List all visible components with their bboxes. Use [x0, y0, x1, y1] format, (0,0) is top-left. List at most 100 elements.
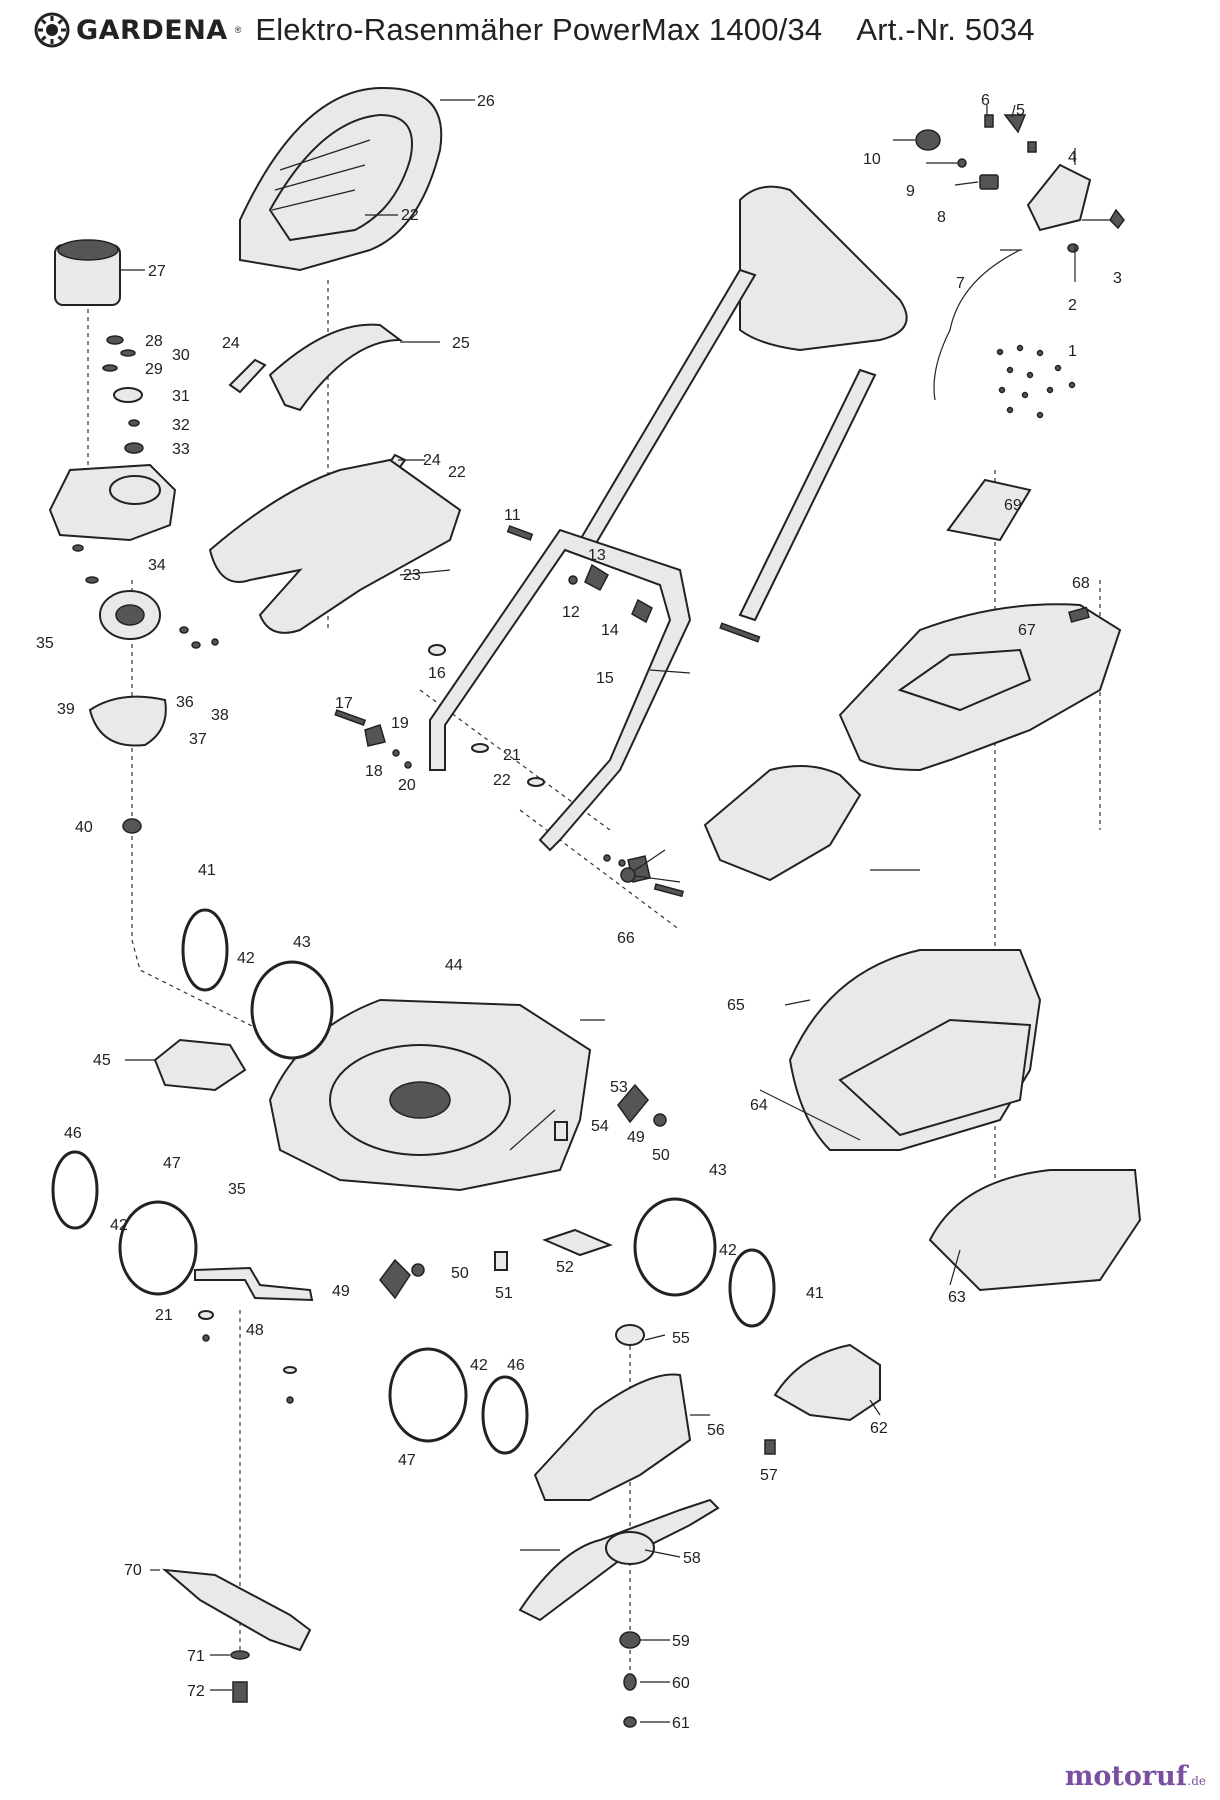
part-label-59: 59: [672, 1633, 690, 1650]
belt-pulley: [72, 544, 219, 649]
part-label-37: 37: [189, 731, 207, 748]
part-label-65: 65: [727, 997, 745, 1014]
rear-chute: [533, 1373, 692, 1501]
engine-cover: [239, 86, 443, 272]
part-label-14: 14: [601, 622, 619, 639]
part-label-36: 36: [176, 694, 194, 711]
watermark-tld: .de: [1187, 1774, 1206, 1788]
part-label-42c: 42: [719, 1242, 737, 1259]
part-label-33: 33: [172, 441, 190, 458]
part-label-5: 5: [1016, 102, 1025, 119]
part-label-21a: 21: [503, 747, 521, 764]
part-label-6: 6: [981, 92, 990, 109]
part-label-54: 54: [591, 1118, 609, 1135]
part-label-45: 45: [93, 1052, 111, 1069]
part-label-72: 72: [187, 1683, 205, 1700]
part-label-51: 51: [495, 1285, 513, 1302]
part-label-42b: 42: [110, 1217, 128, 1234]
part-label-28: 28: [145, 333, 163, 350]
grass-catcher: [788, 949, 1142, 1292]
bearing: [122, 818, 142, 834]
part-label-15: 15: [596, 670, 614, 687]
part-label-43a: 43: [293, 934, 311, 951]
cutting-blade: [161, 1568, 312, 1652]
part-label-35b: 35: [228, 1181, 246, 1198]
drive-belt: [88, 695, 167, 747]
part-label-50b: 50: [451, 1265, 469, 1282]
part-label-44: 44: [445, 957, 463, 974]
mower-deck: [268, 998, 592, 1192]
registered-mark: ®: [234, 25, 242, 35]
blade-drive: [518, 1324, 720, 1728]
part-label-57: 57: [760, 1467, 778, 1484]
part-label-70: 70: [124, 1562, 142, 1579]
switch-assembly: [915, 114, 1125, 419]
part-label-22b: 22: [448, 464, 466, 481]
part-label-24a: 24: [222, 335, 240, 352]
part-label-32: 32: [172, 417, 190, 434]
part-label-46a: 46: [64, 1125, 82, 1142]
part-label-46b: 46: [507, 1357, 525, 1374]
part-label-49b: 49: [332, 1283, 350, 1300]
deck-weight: [153, 1038, 247, 1092]
page-header: GARDENA® Elektro-Rasenmäher PowerMax 140…: [34, 6, 1035, 54]
misc-screws: [198, 1310, 776, 1455]
part-label-49a: 49: [627, 1129, 645, 1146]
part-label-42a: 42: [237, 950, 255, 967]
part-label-71: 71: [187, 1648, 205, 1665]
part-labels: 1 2 3 4 5 6 7 8 9 10 11 12 13 14 15 16 1…: [36, 92, 1122, 1732]
part-label-47b: 47: [398, 1452, 416, 1469]
part-label-19: 19: [391, 715, 409, 732]
part-label-47a: 47: [163, 1155, 181, 1172]
part-label-16: 16: [428, 665, 446, 682]
upper-handle: [578, 185, 908, 622]
part-label-38: 38: [211, 707, 229, 724]
part-label-23: 23: [403, 567, 421, 584]
motor-small-parts: [102, 335, 144, 454]
part-label-3: 3: [1113, 270, 1122, 287]
part-label-18: 18: [365, 763, 383, 780]
part-label-21b: 21: [155, 1307, 173, 1324]
part-label-55: 55: [672, 1330, 690, 1347]
part-label-56: 56: [707, 1422, 725, 1439]
exploded-parts-diagram: 1 2 3 4 5 6 7 8 9 10 11 12 13 14 15 16 1…: [36, 86, 1142, 1732]
part-label-31: 31: [172, 388, 190, 405]
part-label-50a: 50: [652, 1147, 670, 1164]
blade-washer: [230, 1650, 250, 1660]
wheel-fittings: [379, 1083, 667, 1300]
leader-lines: [120, 99, 1110, 1723]
part-label-20: 20: [398, 777, 416, 794]
part-label-62: 62: [870, 1420, 888, 1437]
part-label-12: 12: [562, 604, 580, 621]
part-label-26: 26: [477, 93, 495, 110]
part-label-17: 17: [335, 695, 353, 712]
gardena-sun-logo-icon: [34, 12, 70, 48]
part-label-48: 48: [246, 1322, 264, 1339]
brand-logo: GARDENA®: [34, 12, 241, 48]
part-label-60: 60: [672, 1675, 690, 1692]
wheels: [51, 908, 776, 1455]
lower-handle: [429, 528, 692, 852]
part-label-25: 25: [452, 335, 470, 352]
part-label-66: 66: [617, 930, 635, 947]
watermark: motoruf.de: [1065, 1761, 1206, 1792]
grass-box-insert: [703, 765, 862, 882]
part-label-43b: 43: [709, 1162, 727, 1179]
part-label-42d: 42: [470, 1357, 488, 1374]
part-label-4: 4: [1068, 149, 1077, 166]
part-label-9: 9: [906, 183, 915, 200]
handle-fittings: [334, 525, 761, 898]
blade-bolt: [232, 1681, 248, 1703]
part-label-67: 67: [1018, 622, 1036, 639]
part-label-58: 58: [683, 1550, 701, 1567]
part-label-24b: 24: [423, 452, 441, 469]
part-label-8: 8: [937, 209, 946, 226]
part-label-13: 13: [588, 547, 606, 564]
height-axle: [194, 1266, 314, 1302]
part-label-7: 7: [956, 275, 965, 292]
part-label-22c: 22: [493, 772, 511, 789]
product-name: Elektro-Rasenmäher PowerMax 1400/34: [255, 12, 823, 47]
watermark-name: motoruf: [1064, 1761, 1188, 1792]
part-label-35a: 35: [36, 635, 54, 652]
